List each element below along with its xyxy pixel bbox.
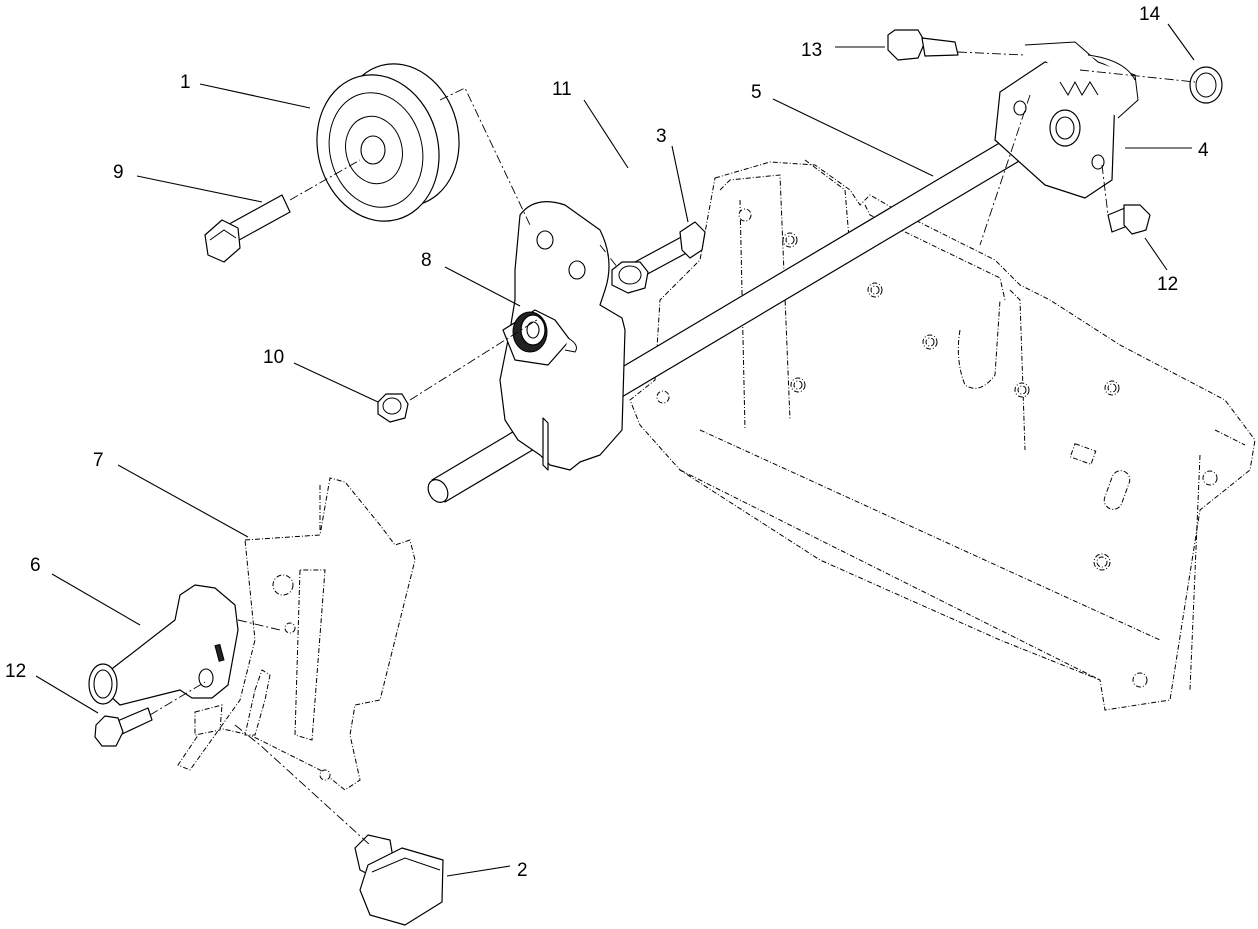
callout-6: 6 — [30, 555, 41, 576]
callout-13: 13 — [801, 40, 822, 61]
callout-1: 1 — [180, 72, 191, 93]
callout-12-left: 12 — [5, 661, 26, 682]
pivot-arm-6 — [88, 584, 239, 706]
callout-8: 8 — [421, 250, 432, 271]
bolt-3 — [634, 221, 706, 278]
nut-10 — [377, 393, 409, 423]
callout-4: 4 — [1198, 140, 1209, 161]
callout-14: 14 — [1139, 4, 1161, 25]
callout-11: 11 — [552, 79, 572, 100]
bracket-4 — [994, 41, 1139, 199]
callout-3: 3 — [656, 126, 667, 147]
callout-2: 2 — [517, 860, 528, 881]
frame-ghost — [629, 159, 1256, 711]
knob-2 — [354, 834, 444, 926]
pulley-1 — [316, 63, 460, 222]
bracket-7-ghost — [177, 477, 416, 791]
nut-11 — [611, 261, 649, 294]
callout-12-right: 12 — [1157, 274, 1178, 295]
center-lines — [149, 51, 1196, 846]
bolt-13 — [887, 29, 959, 61]
callout-5: 5 — [751, 82, 762, 103]
bolt-9 — [204, 194, 291, 263]
leader-lines — [35, 23, 1195, 877]
callout-10: 10 — [263, 347, 284, 368]
nut-14 — [1189, 66, 1223, 104]
callout-7: 7 — [93, 450, 104, 471]
spacer-8 — [502, 309, 577, 366]
bolt-12-left — [94, 707, 153, 747]
callout-labels: 1 2 3 4 5 6 7 8 9 10 11 12 12 13 14 — [5, 4, 1209, 881]
callout-9: 9 — [113, 162, 124, 183]
bolt-12-right — [1107, 204, 1151, 235]
